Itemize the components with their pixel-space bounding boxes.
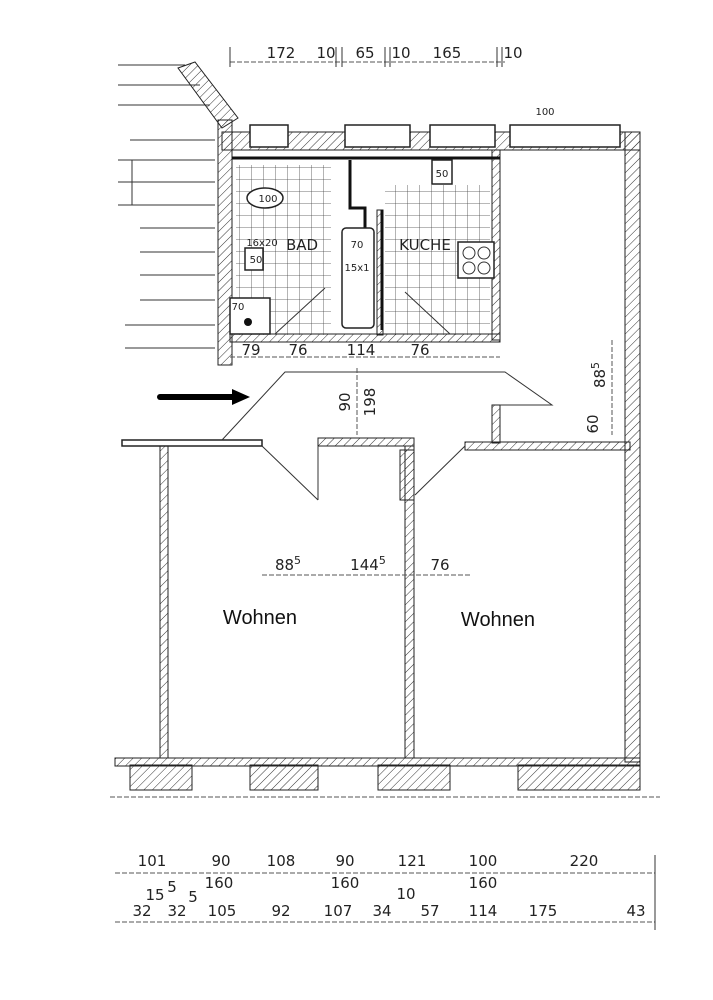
- dim-b1-3: 90: [335, 852, 354, 870]
- dim-b1-2: 108: [267, 852, 296, 870]
- dim-b3-4: 5: [188, 888, 198, 906]
- dim-top-1: 10: [316, 44, 335, 62]
- dim-b3-11: 114: [469, 902, 498, 920]
- dim-b1-0: 101: [138, 852, 167, 870]
- toilet-icon: [246, 187, 284, 209]
- dim-b3-3: 32: [167, 902, 186, 920]
- top-dimensions: 172 10 65 10 165 10 100: [229, 44, 555, 118]
- dim-inner-0: 79: [241, 341, 260, 359]
- dim-hall-0: 90: [336, 392, 354, 411]
- inner-dimensions: 79 76 114 76 90 198 885 60 885 1445 76: [230, 340, 613, 576]
- dim-b3-10: 57: [420, 902, 439, 920]
- door-swings: [221, 287, 554, 501]
- dim-right-room-1: 60: [584, 414, 602, 433]
- dim-b1-6: 220: [570, 852, 599, 870]
- bottom-dimensions: 101 90 108 90 121 100 220 160 160 160 32…: [115, 852, 656, 930]
- dim-b3-1: 15: [145, 886, 164, 904]
- dim-b3-5: 105: [208, 902, 237, 920]
- dim-b3-2: 5: [167, 878, 177, 896]
- room-label-bath: BAD: [286, 236, 318, 254]
- tub-width-label: 70: [351, 240, 364, 251]
- dim-b2-2: 160: [469, 874, 498, 892]
- dim-top-0: 172: [267, 44, 296, 62]
- dim-b2-0: 160: [205, 874, 234, 892]
- stove-icon: [457, 241, 495, 279]
- pipes: [232, 156, 500, 330]
- staircase: [118, 61, 239, 349]
- dim-b3-8: 34: [372, 902, 391, 920]
- dim-living-2: 76: [430, 556, 449, 574]
- dim-b1-1: 90: [211, 852, 230, 870]
- entrance-arrow-icon: [157, 389, 250, 405]
- dim-hall-1: 198: [361, 388, 379, 417]
- dim-top-4: 165: [433, 44, 462, 62]
- dim-inner-1: 76: [288, 341, 307, 359]
- walls: [110, 119, 660, 798]
- dim-b1-4: 121: [398, 852, 427, 870]
- dim-living-1: 1445: [350, 554, 386, 574]
- bathtub-icon: [341, 227, 375, 329]
- dim-living-0: 885: [275, 554, 301, 574]
- basin-icon: [244, 247, 264, 271]
- dim-b3-0: 32: [132, 902, 151, 920]
- basin-label: 50: [250, 255, 263, 266]
- dim-top-5: 10: [503, 44, 522, 62]
- dim-b3-6: 92: [271, 902, 290, 920]
- room-label-living-right: Wohnen: [461, 609, 535, 631]
- room-label-living-left: Wohnen: [223, 607, 297, 629]
- tub-size-label: 15x1: [344, 263, 369, 274]
- dim-b3-12: 175: [529, 902, 558, 920]
- dim-b2-1: 160: [331, 874, 360, 892]
- shower-label: 70: [232, 302, 245, 313]
- dim-top-2: 65: [355, 44, 374, 62]
- toilet-size: 100: [258, 194, 277, 205]
- window-dim: 100: [535, 107, 554, 118]
- dim-top-3: 10: [391, 44, 410, 62]
- sink-icon: [431, 159, 453, 185]
- dim-inner-3: 76: [410, 341, 429, 359]
- dim-b3-9: 10: [396, 885, 415, 903]
- room-label-kitchen: KUCHE: [399, 236, 451, 254]
- dim-right-room-0: 885: [589, 362, 609, 388]
- sink-label: 50: [436, 169, 449, 180]
- shower-icon: [229, 297, 271, 335]
- fixtures: 100 16x20 50 70 70 15x1 BAD KUCHE 50: [229, 159, 495, 335]
- dim-b3-13: 43: [626, 902, 645, 920]
- dim-inner-2: 114: [347, 341, 376, 359]
- basin-size-label: 16x20: [246, 238, 277, 249]
- dim-b1-5: 100: [469, 852, 498, 870]
- dim-b3-7: 107: [324, 902, 353, 920]
